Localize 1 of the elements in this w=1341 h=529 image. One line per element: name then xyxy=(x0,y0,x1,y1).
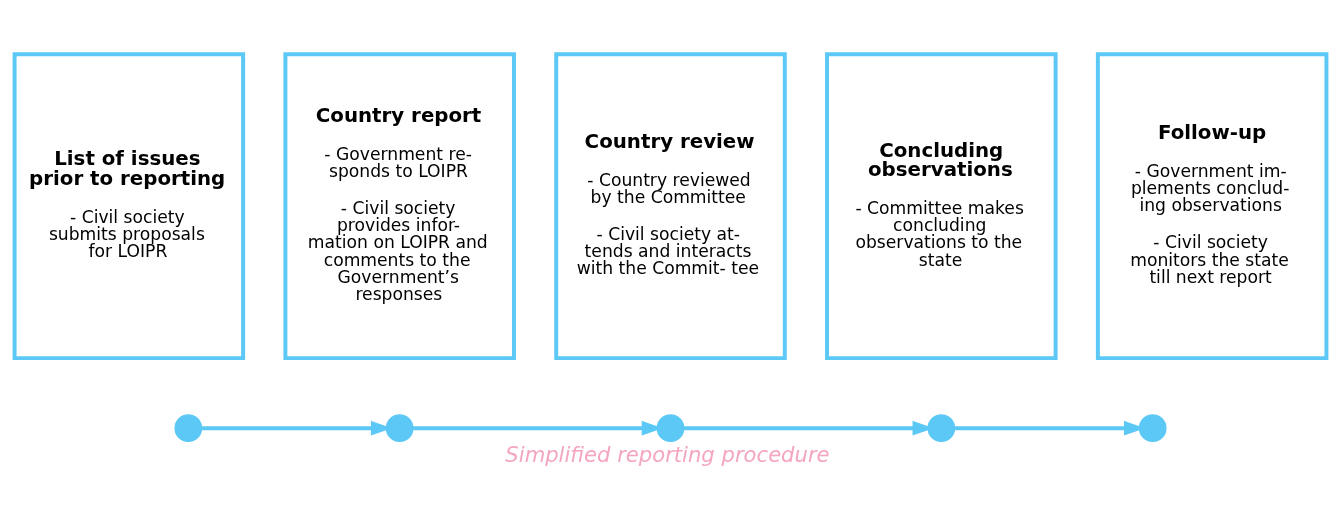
caption: Simplified reporting procedure xyxy=(505,441,830,467)
